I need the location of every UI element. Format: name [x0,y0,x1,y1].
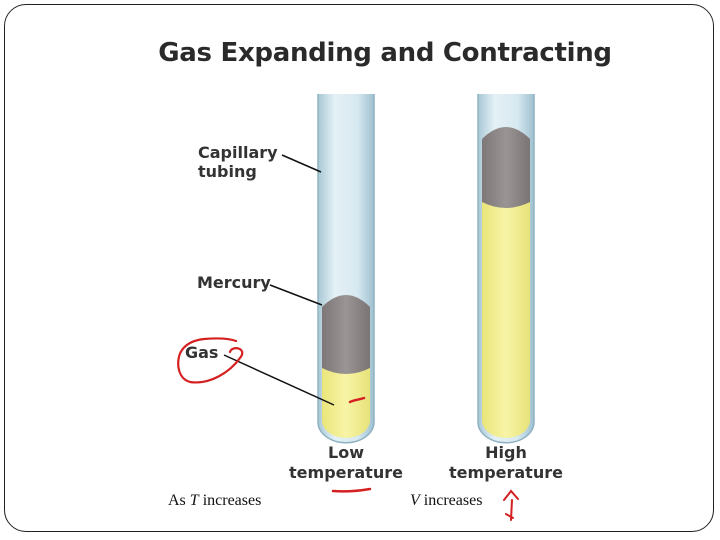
capillary-tubing-label: Capillary tubing [198,143,278,181]
footer-left-prefix: As [168,492,190,509]
mercury-plug [482,127,530,208]
mercury-leader-line [270,285,322,305]
gas-column [482,202,530,438]
footer-left-variable: T [190,492,199,509]
footer-right-text: V increases [410,492,482,510]
capillary-label-line1: Capillary [198,143,278,162]
high-temperature-line1: High [446,443,566,463]
high-temperature-line2: temperature [446,463,566,483]
low-temperature-line1: Low [286,443,406,463]
footer-left-text: As T increases [168,492,261,510]
capillary-label-line2: tubing [198,162,278,181]
low-temperature-line2: temperature [286,463,406,483]
footer-left-suffix: increases [199,492,262,509]
low-temperature-label: Low temperature [286,443,406,483]
temperature-underline-annotation [333,489,370,491]
footer-right-variable: V [410,492,420,509]
mercury-label: Mercury [197,273,271,292]
mercury-plug [322,295,370,374]
tube-low-temperature [318,94,374,443]
gas-label: Gas [185,343,218,362]
volume-up-arrow-annotation [504,491,518,520]
capillary-leader-line [282,155,321,172]
tube-high-temperature [478,94,534,443]
footer-right-suffix: increases [420,492,483,509]
high-temperature-label: High temperature [446,443,566,483]
